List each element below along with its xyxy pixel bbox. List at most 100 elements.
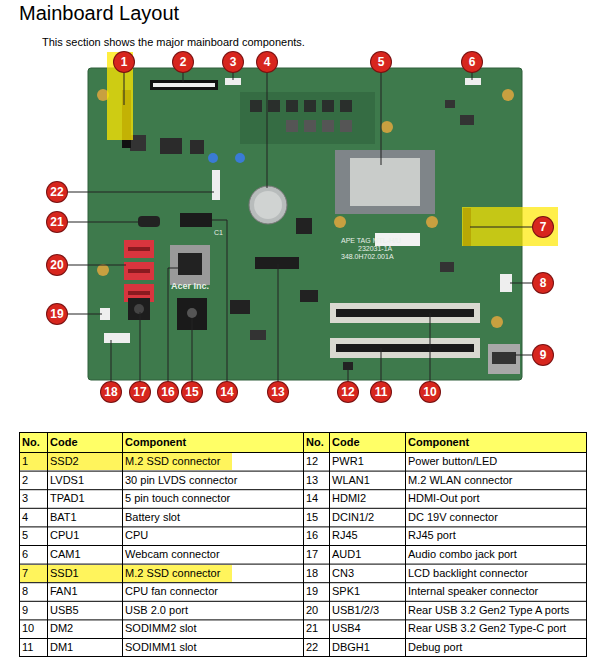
- debug-connector: [212, 170, 220, 200]
- table-cell: 7: [22, 564, 28, 583]
- callout-number: 17: [130, 382, 150, 402]
- table-cell: 18: [306, 564, 318, 583]
- sodimm-slot: [330, 303, 480, 323]
- callout-number: 22: [47, 182, 67, 202]
- leader-line: [168, 268, 169, 382]
- table-cell: PWR1: [332, 452, 364, 471]
- silkscreen-text: Acer Inc.: [171, 282, 209, 291]
- table-header: Code: [50, 432, 78, 452]
- callout-number: 3: [223, 52, 243, 72]
- leader-line: [348, 366, 349, 382]
- hdmi-port: [180, 213, 212, 227]
- table-cell: 10: [22, 619, 34, 638]
- table-cell: SPK1: [332, 582, 360, 601]
- table-cell: 6: [22, 545, 28, 564]
- table-cell: SODIMM1 slot: [125, 638, 197, 657]
- table-cell: FAN1: [50, 582, 78, 601]
- callout-number: 1: [114, 52, 134, 72]
- table-cell: CPU: [125, 526, 148, 545]
- callout-number: 14: [217, 382, 237, 402]
- table-cell: RJ45 port: [408, 526, 456, 545]
- leader-line: [381, 72, 382, 165]
- inductor: [304, 100, 316, 112]
- cpu-package: [335, 150, 435, 214]
- mounting-hole: [502, 89, 514, 101]
- capacitor: [208, 153, 218, 163]
- callout-number: 19: [47, 304, 67, 324]
- leader-line: [67, 314, 102, 315]
- row-highlight: [20, 453, 232, 470]
- inductor: [286, 100, 298, 112]
- table-cell: 4: [22, 508, 28, 527]
- table-cell: 20: [306, 601, 318, 620]
- usb-slot: [128, 269, 150, 273]
- table-cell: AUD1: [332, 545, 361, 564]
- table-cell: 5: [22, 526, 28, 545]
- leader-line: [381, 348, 382, 382]
- table-cell: USB5: [50, 601, 79, 620]
- audio-hole: [134, 304, 144, 314]
- highlight: [462, 207, 558, 246]
- table-rule: [122, 432, 123, 657]
- sodimm-socket: [336, 309, 474, 317]
- webcam-connector: [465, 78, 481, 85]
- table-cell: Internal speaker connector: [408, 582, 538, 601]
- table-cell: HDMI2: [332, 489, 366, 508]
- chip: [300, 290, 318, 302]
- leader-line: [510, 283, 533, 284]
- table-cell: DCIN1/2: [332, 508, 374, 527]
- table-cell: Debug port: [408, 638, 462, 657]
- table-cell: 9: [22, 601, 28, 620]
- table-cell: TPAD1: [50, 489, 85, 508]
- table-header: Component: [125, 432, 186, 452]
- leader-line: [227, 220, 228, 382]
- silkscreen-text: 232031-1A: [358, 245, 392, 252]
- inductor: [304, 120, 316, 132]
- table-cell: Battery slot: [125, 508, 180, 527]
- table-cell: 11: [22, 638, 33, 657]
- table-cell: Audio combo jack port: [408, 545, 517, 564]
- usb-slot: [128, 247, 150, 251]
- table-header: No.: [22, 432, 40, 452]
- inductor: [322, 100, 334, 112]
- table-cell: 19: [306, 582, 318, 601]
- leader-line: [67, 222, 140, 223]
- table-cell: SSD1: [50, 564, 79, 583]
- rj45-socket: [178, 253, 202, 275]
- table-cell: DBGH1: [332, 638, 370, 657]
- leader-line: [233, 72, 234, 80]
- table-cell: CPU fan connector: [125, 582, 218, 601]
- table-cell: 3: [22, 489, 28, 508]
- table-cell: 14: [306, 489, 318, 508]
- usb-a-port: [124, 262, 154, 280]
- callout-number: 10: [420, 382, 440, 402]
- usb-slot: [128, 291, 150, 295]
- table-header: Code: [332, 432, 360, 452]
- callout-number: 16: [158, 382, 178, 402]
- table-cell: 12: [306, 452, 318, 471]
- leader-line: [192, 318, 193, 382]
- callout-number: 4: [257, 52, 277, 72]
- callout-number: 6: [462, 52, 482, 72]
- leader-line: [183, 72, 184, 82]
- cpu-die: [350, 158, 420, 206]
- leader-line: [515, 355, 533, 356]
- inductor: [340, 120, 352, 132]
- table-header: No.: [306, 432, 324, 452]
- table-cell: CPU1: [50, 526, 79, 545]
- table-cell: LCD backlight connector: [408, 564, 528, 583]
- usb2-socket: [492, 352, 516, 364]
- backlight-connector: [104, 333, 130, 343]
- table-rule: [405, 432, 406, 657]
- audio-jack: [128, 298, 150, 320]
- table-cell: M.2 SSD connector: [125, 452, 220, 471]
- table-header: Component: [408, 432, 469, 452]
- table-cell: CAM1: [50, 545, 81, 564]
- callout-number: 9: [533, 345, 553, 365]
- callout-number: 7: [533, 217, 553, 237]
- silkscreen-text: APE TAG MTL-H/U: [341, 237, 401, 244]
- leader-line: [140, 312, 141, 382]
- sodimm-slot: [330, 338, 480, 358]
- table-cell: USB1/2/3: [332, 601, 379, 620]
